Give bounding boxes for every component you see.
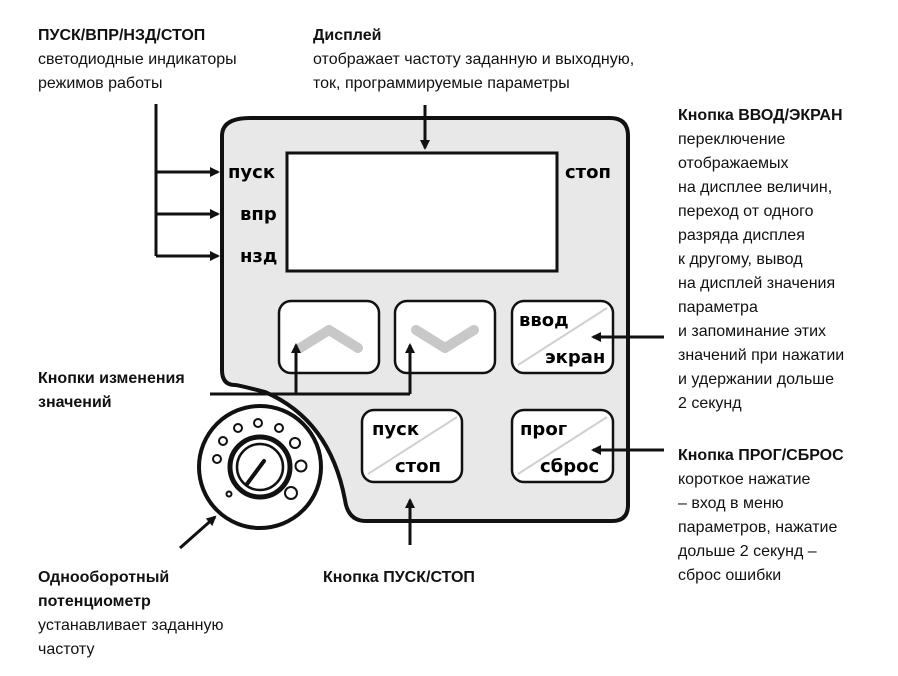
- potentiometer-caption: Однооборотный потенциометр устанавливает…: [38, 566, 224, 662]
- enter-desc-line: на дисплей значения: [678, 275, 836, 292]
- enter-caption: Кнопка ВВОД/ЭКРАН переключение отображае…: [678, 104, 844, 416]
- prog-desc-line: – вход в меню: [678, 495, 784, 512]
- prog-caption: Кнопка ПРОГ/СБРОС короткое нажатие – вхо…: [678, 444, 844, 588]
- value-buttons-title-1: Кнопки изменения: [38, 370, 185, 387]
- potentiometer-arrow: [179, 515, 217, 550]
- run-stop-button[interactable]: пуск стоп: [360, 408, 464, 484]
- display-label: экран: [545, 347, 605, 368]
- enter-desc-line: параметра: [678, 299, 758, 316]
- stop-label: стоп: [395, 456, 441, 477]
- display-title: Дисплей: [313, 27, 382, 44]
- enter-desc-line: значений при нажатии: [678, 347, 845, 364]
- pot-desc-2: частоту: [38, 641, 95, 658]
- value-buttons-title-2: значений: [38, 394, 112, 411]
- enter-title: Кнопка ВВОД/ЭКРАН: [678, 107, 843, 124]
- display-caption: Дисплей отображает частоту заданную и вы…: [313, 24, 634, 96]
- enter-desc-line: к другому, вывод: [678, 251, 803, 268]
- enter-desc-line: переключение: [678, 131, 786, 148]
- enter-label: ввод: [519, 310, 569, 331]
- display-desc-2: ток, программируемые параметры: [313, 75, 570, 92]
- start-stop-title: Кнопка ПУСК/СТОП: [323, 569, 475, 586]
- display-desc-1: отображает частоту заданную и выходную,: [313, 51, 635, 68]
- up-button[interactable]: [277, 299, 381, 375]
- enter-desc-line: разряда дисплея: [678, 227, 805, 244]
- up-arrow-icon: [295, 325, 363, 353]
- enter-desc-line: и удержании дольше: [678, 371, 835, 388]
- led-reverse-label: нзд: [240, 246, 277, 267]
- prog-title: Кнопка ПРОГ/СБРОС: [678, 447, 844, 464]
- run-label: пуск: [372, 419, 419, 440]
- down-button[interactable]: [393, 299, 497, 375]
- display-window: [285, 151, 559, 273]
- value-buttons-caption: Кнопки изменения значений: [38, 367, 185, 415]
- enter-display-button[interactable]: ввод экран: [510, 299, 615, 375]
- prog-desc-line: дольше 2 секунд –: [678, 543, 817, 560]
- enter-desc-line: на дисплее величин,: [678, 179, 833, 196]
- indicators-desc-1: светодиодные индикаторы: [38, 51, 237, 68]
- pot-desc-1: устанавливает заданную: [38, 617, 224, 634]
- prog-desc-line: параметров, нажатие: [678, 519, 838, 536]
- prog-desc-line: короткое нажатие: [678, 471, 811, 488]
- knob-pointer-icon: [245, 459, 266, 486]
- button-diagonal: [517, 416, 608, 475]
- button-diagonal: [517, 307, 608, 366]
- prog-reset-button[interactable]: прог сброс: [510, 408, 615, 484]
- value-buttons-arrows: [210, 343, 415, 396]
- pot-title-2: потенциометр: [38, 593, 151, 610]
- enter-desc-line: и запоминание этих: [678, 323, 827, 340]
- reset-label: сброс: [540, 456, 599, 477]
- indicators-desc-2: режимов работы: [38, 75, 163, 92]
- scale-dots-icon: [212, 418, 308, 500]
- led-stop-label: стоп: [565, 162, 611, 183]
- button-diagonal: [367, 416, 458, 475]
- potentiometer-knob[interactable]: [197, 404, 323, 530]
- prog-label: прог: [520, 419, 567, 440]
- start-stop-caption: Кнопка ПУСК/СТОП: [323, 566, 475, 590]
- enter-desc-line: 2 секунд: [678, 395, 742, 412]
- pot-title-1: Однооборотный: [38, 569, 170, 586]
- enter-desc-line: отображаемых: [678, 155, 789, 172]
- led-forward-label: впр: [240, 204, 277, 225]
- enter-desc-line: переход от одного: [678, 203, 814, 220]
- indicator-arrows: [154, 104, 220, 261]
- indicators-title: ПУСК/ВПР/НЗД/СТОП: [38, 27, 206, 44]
- indicators-caption: ПУСК/ВПР/НЗД/СТОП светодиодные индикатор…: [38, 24, 237, 96]
- led-run-label: пуск: [228, 162, 275, 183]
- down-arrow-icon: [411, 325, 479, 353]
- prog-desc-line: сброс ошибки: [678, 567, 782, 584]
